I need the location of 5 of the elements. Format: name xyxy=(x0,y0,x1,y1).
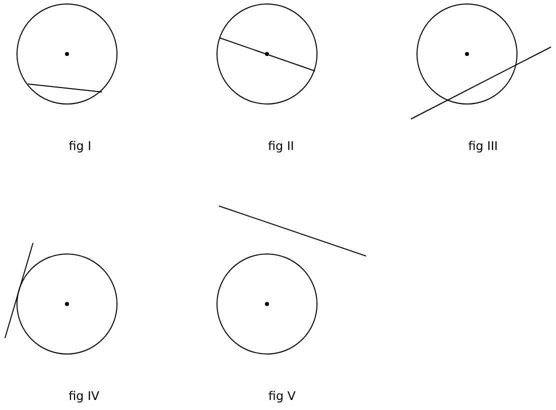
figure-label: fig IV xyxy=(68,389,100,403)
figure-label: fig V xyxy=(268,389,296,403)
figure-label: fig I xyxy=(68,139,92,153)
figure-label: fig III xyxy=(468,139,498,153)
figure-label: fig II xyxy=(268,139,294,153)
